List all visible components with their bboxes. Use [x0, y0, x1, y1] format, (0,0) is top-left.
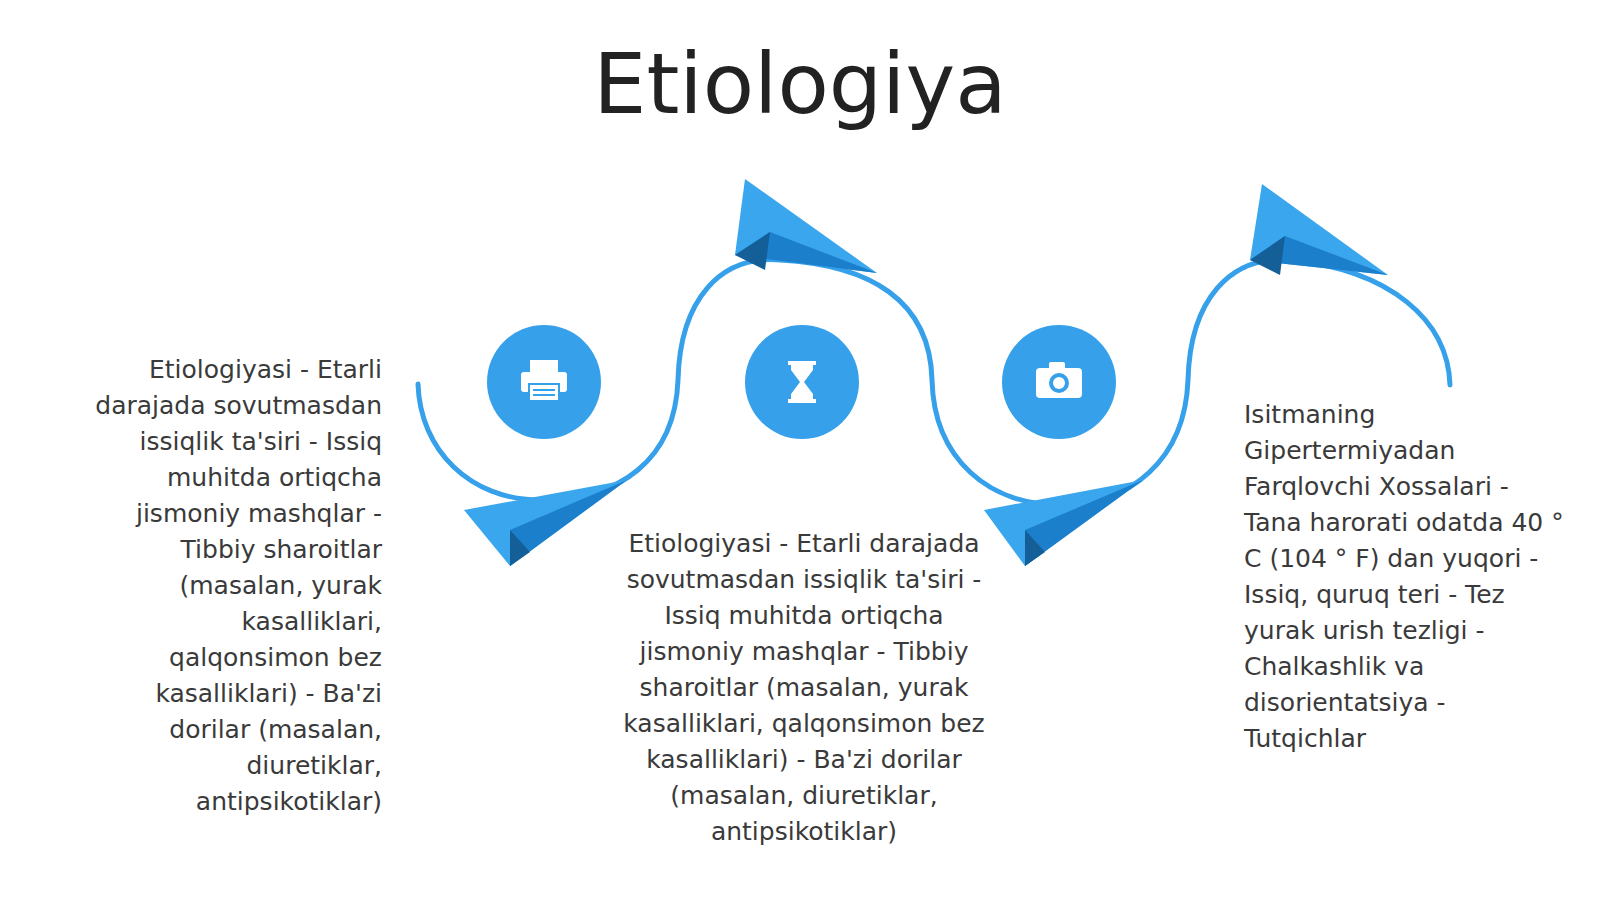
camera-icon-circle [1002, 325, 1116, 439]
paper-plane [984, 480, 1143, 566]
printer-icon-circle [487, 325, 601, 439]
paper-plane [1250, 184, 1388, 275]
wave-line [418, 260, 1450, 505]
text-block: Isitmaning Gipertermiyadan Farqlovchi Xo… [1244, 397, 1574, 757]
slide-title: Etiologiya [0, 38, 1600, 130]
paper-plane [735, 179, 877, 273]
hourglass-icon-circle [745, 325, 859, 439]
text-block: Etiologiyasi - Etarli darajada sovutmasd… [84, 352, 382, 820]
paper-plane [464, 480, 627, 566]
text-block: Etiologiyasi - Etarli darajada sovutmasd… [612, 526, 996, 850]
